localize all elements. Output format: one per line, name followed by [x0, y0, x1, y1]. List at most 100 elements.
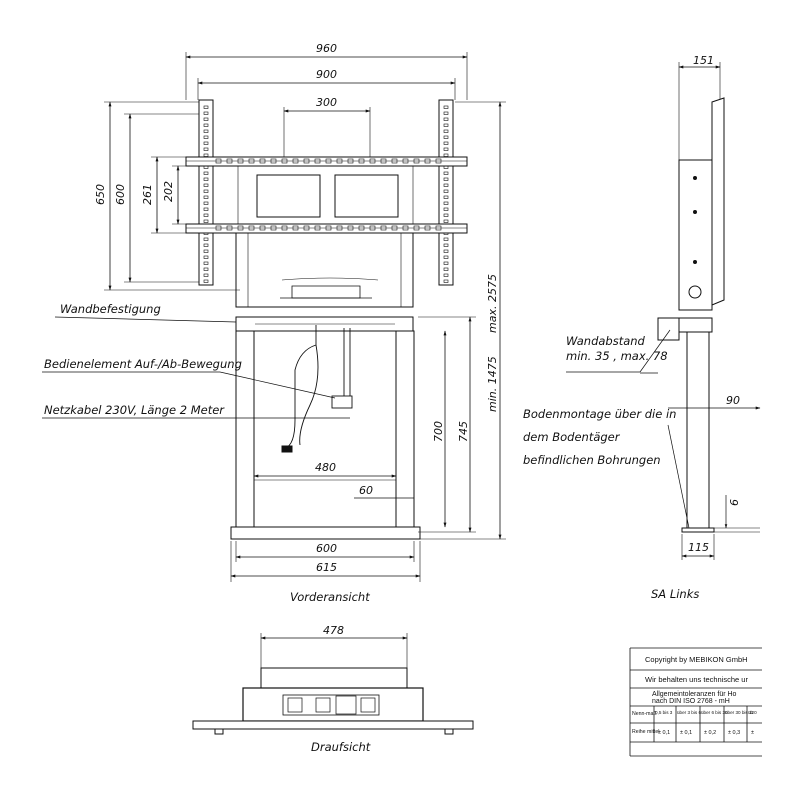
dim-151: 151: [693, 54, 714, 67]
plate-hole: [402, 158, 409, 164]
dim-90: 90: [726, 394, 740, 407]
plate-hole: [259, 225, 266, 231]
rail-hole: [443, 279, 449, 283]
plate-hole: [237, 158, 244, 164]
top-view-title: Draufsicht: [311, 740, 371, 754]
dim-745: 745: [457, 421, 470, 442]
rail-hole: [203, 129, 209, 133]
label-floor-mount-1: Bodenmontage über die in: [523, 407, 676, 421]
row-reihe-mittel: Reihe mittel: [632, 729, 659, 735]
plate-hole: [424, 158, 431, 164]
plate-hole: [237, 225, 244, 231]
side-view-labels: 151 Wandabstand min. 35 , max. 78 90 Bod…: [523, 54, 741, 601]
label-control-element: Bedienelement Auf-/Ab-Bewegung: [44, 357, 242, 371]
tolerance-col-value: ± 0,1: [658, 730, 670, 736]
dim-600-bottom: 600: [316, 542, 337, 555]
rail-hole: [203, 105, 209, 109]
rail-hole: [443, 237, 449, 241]
rail-hole: [203, 243, 209, 247]
rail-hole: [203, 117, 209, 121]
plate-hole: [281, 158, 288, 164]
tolerance-col-value: ± 0,1: [680, 730, 692, 736]
title-block: [629, 647, 762, 757]
rail-hole: [443, 249, 449, 253]
plate-hole: [402, 225, 409, 231]
plate-hole: [358, 225, 365, 231]
rail-hole: [203, 189, 209, 193]
rail-hole: [443, 243, 449, 247]
dim-261: 261: [141, 184, 154, 205]
copyright-text: Copyright by MEBIKON GmbH: [645, 655, 748, 664]
rail-hole: [203, 141, 209, 145]
label-floor-mount-2: dem Bodentäger: [523, 430, 621, 444]
label-power-cable: Netzkabel 230V, Länge 2 Meter: [44, 403, 225, 417]
label-floor-mount-3: befindlichen Bohrungen: [523, 453, 661, 467]
tolerance-col-header: 0,5 bis 3: [655, 710, 673, 715]
plate-hole: [347, 158, 354, 164]
front-view-title: Vorderansicht: [290, 590, 370, 604]
dim-480: 480: [315, 461, 336, 474]
rail-hole: [203, 135, 209, 139]
rail-hole: [203, 177, 209, 181]
plate-hole: [259, 158, 266, 164]
plate-hole: [270, 225, 277, 231]
rail-hole: [443, 267, 449, 271]
rail-hole: [443, 207, 449, 211]
tolerance-col-header: über 6 bis 30: [701, 710, 728, 715]
plate-hole: [380, 158, 387, 164]
rail-hole: [203, 213, 209, 217]
rail-hole: [203, 123, 209, 127]
rail-hole: [443, 111, 449, 115]
plate-hole: [325, 225, 332, 231]
rail-hole: [443, 219, 449, 223]
dim-115: 115: [688, 541, 709, 554]
plate-hole: [248, 225, 255, 231]
plate-hole: [314, 158, 321, 164]
tolerance-line-1: Allgemeintoleranzen für Ho: [652, 691, 737, 698]
rail-hole: [443, 171, 449, 175]
rail-hole: [443, 195, 449, 199]
rail-hole: [203, 267, 209, 271]
rail-hole: [203, 201, 209, 205]
dim-960: 960: [316, 42, 337, 55]
plate-hole: [226, 158, 233, 164]
plate-hole: [336, 225, 343, 231]
dim-478: 478: [323, 624, 344, 637]
rail-hole: [443, 177, 449, 181]
label-wall-mount: Wandbefestigung: [60, 302, 161, 316]
tolerance-col-value: ± 0,3: [728, 730, 740, 736]
top-view-labels: 478 Draufsicht: [311, 624, 371, 754]
rail-hole: [443, 129, 449, 133]
plate-hole: [325, 158, 332, 164]
rail-hole: [443, 189, 449, 193]
dim-min-1475: min. 1475: [486, 356, 499, 412]
dim-max-2575: max. 2575: [486, 274, 499, 333]
dim-600: 600: [114, 184, 127, 205]
rail-hole: [203, 279, 209, 283]
rail-hole: [203, 111, 209, 115]
plate-hole: [226, 225, 233, 231]
dim-60: 60: [359, 484, 373, 497]
rail-hole: [203, 273, 209, 277]
label-wall-distance-range: min. 35 , max. 78: [566, 349, 668, 363]
dim-900: 900: [316, 68, 337, 81]
plate-hole: [380, 225, 387, 231]
rail-hole: [203, 195, 209, 199]
plate-hole: [292, 225, 299, 231]
tolerance-col-value: ±: [751, 730, 754, 736]
plate-hole: [281, 225, 288, 231]
tolerance-col-header: über 30 bis 120: [725, 710, 757, 715]
plate-hole: [413, 158, 420, 164]
rail-hole: [203, 183, 209, 187]
plate-hole: [215, 158, 222, 164]
rail-hole: [203, 255, 209, 259]
plate-hole: [435, 225, 442, 231]
plate-hole: [303, 158, 310, 164]
dim-650: 650: [94, 184, 107, 205]
dim-300: 300: [316, 96, 337, 109]
tolerance-col-header: über 3 bis 6: [677, 710, 701, 715]
tolerance-line-2: nach DIN ISO 2768 - mH: [652, 698, 730, 705]
rail-hole: [443, 117, 449, 121]
plate-hole: [314, 225, 321, 231]
